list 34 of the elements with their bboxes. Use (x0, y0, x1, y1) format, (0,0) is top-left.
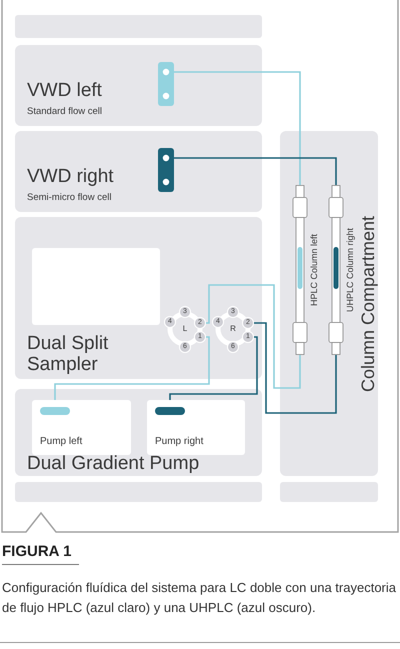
module-panel (15, 217, 262, 379)
module-panel (15, 45, 262, 126)
valve-label: L (182, 324, 188, 334)
pump-label: Pump right (155, 436, 204, 448)
tubing-line (169, 336, 258, 400)
valve-label: R (230, 324, 236, 334)
figure-caption: Configuración fluídica del sistema para LC doble con una trayectoria de flujo HPLC (azul claro) y una UHPLC (azul oscuro). (2, 579, 396, 617)
column-label: HPLC Column left (309, 234, 319, 306)
column-label: UHPLC Column right (345, 228, 355, 312)
blank-panel (15, 15, 262, 38)
tubing-line (251, 322, 337, 414)
tubing-line (174, 157, 337, 185)
blank-panel (32, 248, 160, 325)
tubing-line (203, 284, 301, 389)
module-title: Dual Split Sampler (27, 333, 110, 375)
module-title: Dual Gradient Pump (27, 453, 200, 474)
pump-unit (147, 400, 245, 455)
module-panel (15, 389, 262, 476)
module-subtitle: Standard flow cell (27, 106, 102, 117)
flow-cell (158, 148, 174, 192)
figure-title: FIGURA 1 (2, 543, 80, 565)
module-title: Column Compartment (358, 215, 378, 392)
module-panel (15, 131, 262, 212)
tubing-line (54, 336, 210, 400)
blank-panel (280, 482, 378, 502)
tubing-line (174, 71, 301, 185)
pump-unit (32, 400, 131, 455)
pump-label: Pump left (40, 436, 82, 448)
blank-panel (15, 482, 262, 502)
module-title: VWD right (27, 165, 114, 188)
module-title: VWD left (27, 79, 102, 102)
module-subtitle: Semi-micro flow cell (27, 192, 112, 203)
module-panel (280, 131, 378, 476)
flow-cell (158, 62, 174, 106)
